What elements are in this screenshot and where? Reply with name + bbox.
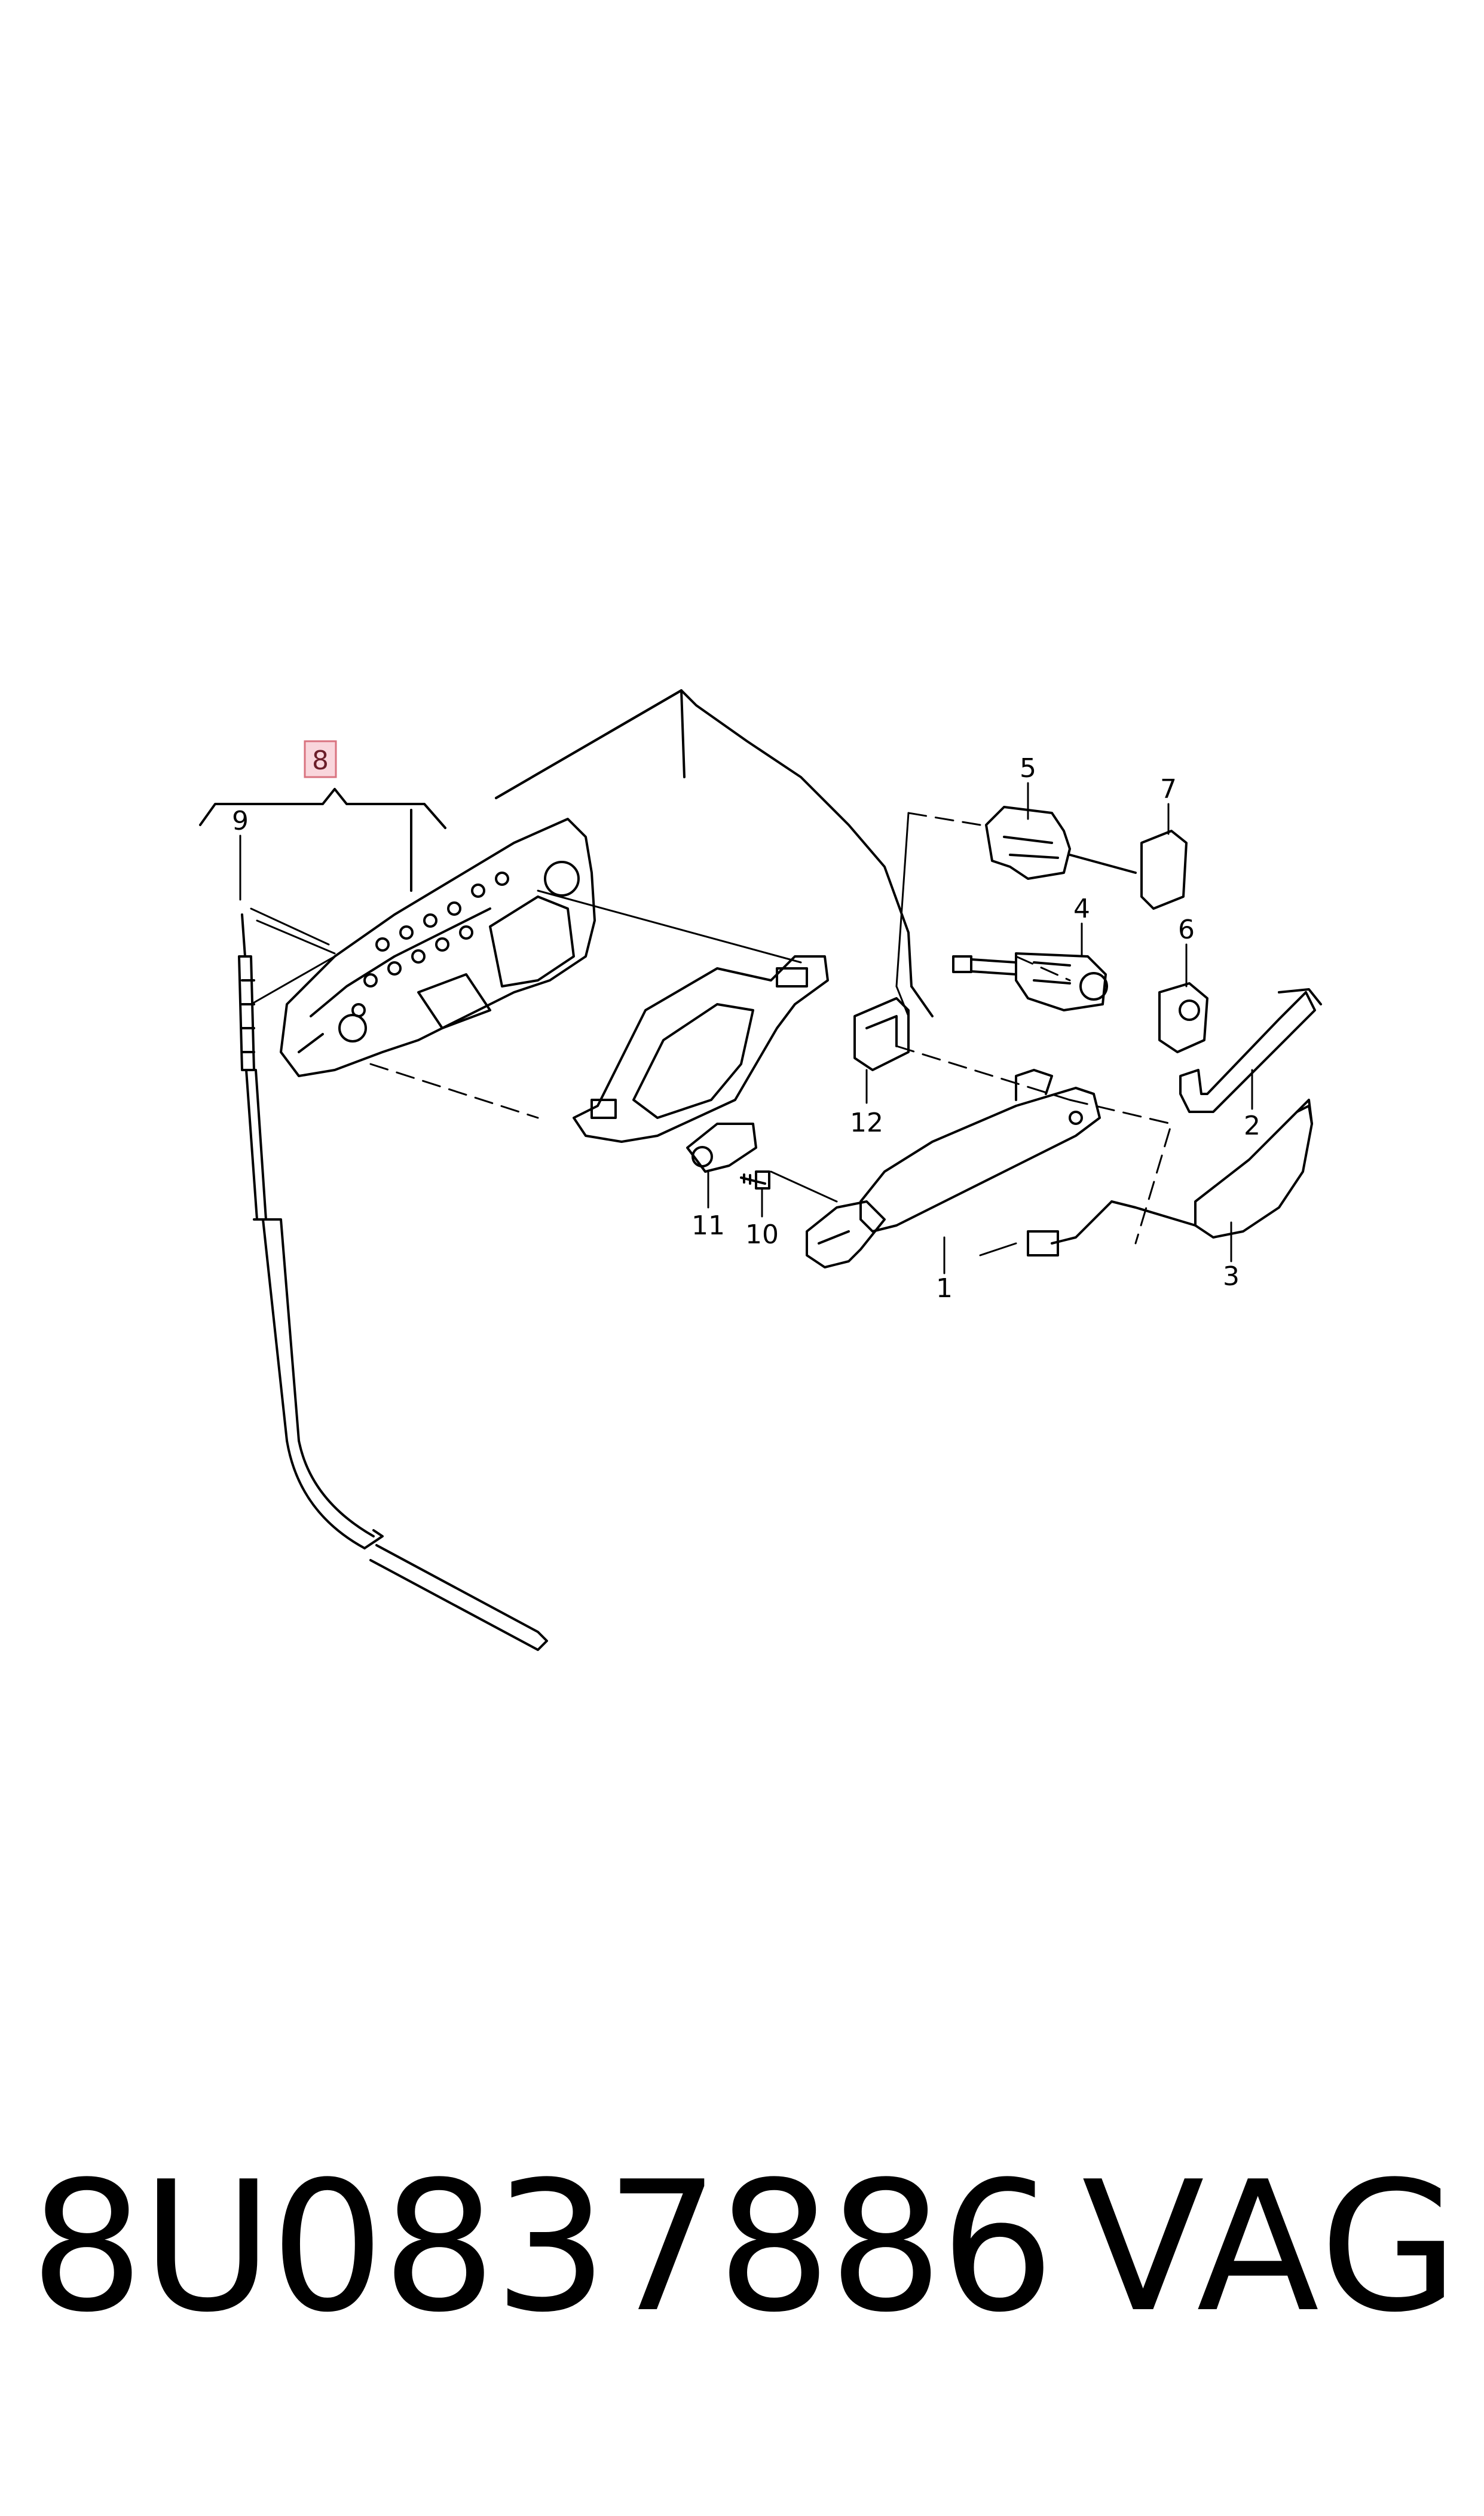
cylinder-cap: [1158, 982, 1208, 1053]
label-item-2: 2: [1244, 1111, 1260, 1141]
door-panel: [495, 689, 934, 1017]
end-cap: [1140, 830, 1188, 910]
label-item-4: 4: [1073, 894, 1090, 924]
item-8-highlight: [304, 740, 337, 778]
label-item-5: 5: [1020, 753, 1036, 784]
screw: [740, 1170, 770, 1190]
label-item-1: 1: [936, 1273, 953, 1304]
handle-bezel: [573, 955, 829, 1143]
label-item-6: 6: [1178, 915, 1195, 945]
handle-seal-bottom: [1027, 1099, 1313, 1257]
lock-cylinder: [952, 952, 1108, 1011]
label-item-7: 7: [1160, 774, 1177, 805]
bowden-cable: [238, 907, 548, 1651]
clip-bracket: [853, 997, 1071, 1101]
gasket: [686, 1123, 757, 1173]
group-bracket: [199, 788, 446, 892]
label-item-8: 8: [312, 745, 329, 776]
alignment-lines: [256, 812, 1173, 1257]
label-item-10: 10: [745, 1219, 779, 1250]
handle-carrier: [280, 818, 596, 1077]
label-item-9: 9: [232, 806, 249, 836]
leader-lines: [239, 782, 1253, 1274]
lock-cylinder-housing: [985, 806, 1137, 880]
label-item-3: 3: [1223, 1261, 1240, 1292]
part-number: 8U0837886: [30, 2143, 1055, 2352]
label-item-11: 11: [691, 1210, 725, 1241]
handle-seal-top: [1179, 988, 1322, 1113]
outer-door-handle: [859, 1069, 1101, 1233]
brand-name: VAG: [1082, 2143, 1462, 2352]
handle-end-clip: [806, 1200, 886, 1268]
label-item-12: 12: [850, 1108, 883, 1138]
